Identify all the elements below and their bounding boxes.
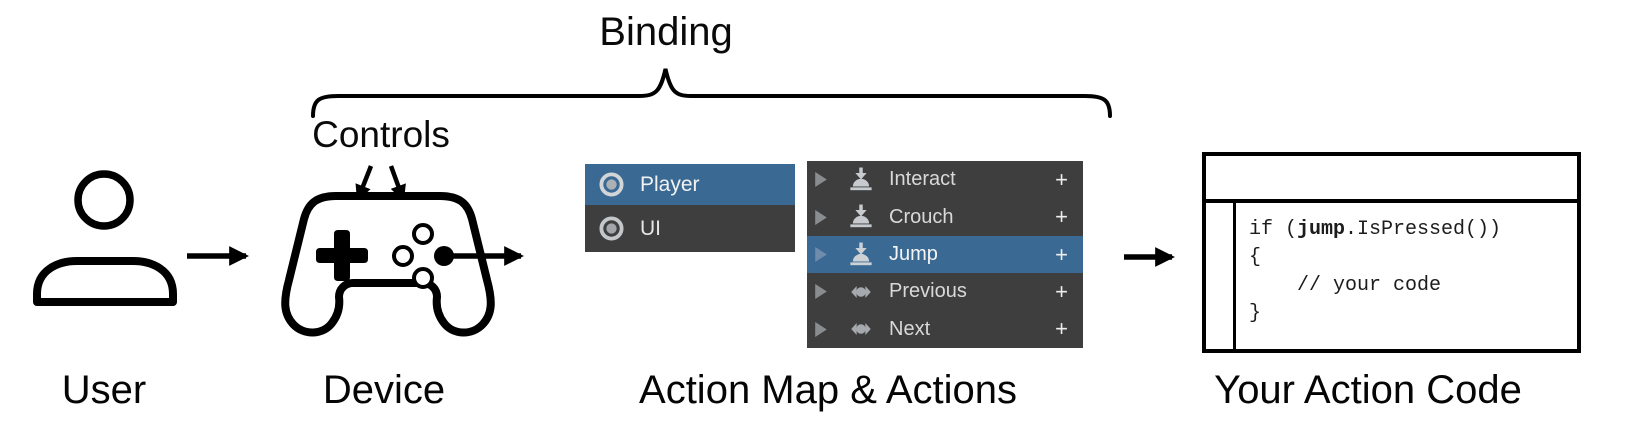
foldout-triangle-icon[interactable] xyxy=(814,247,828,263)
action-item-next[interactable]: Next + xyxy=(807,311,1083,348)
foldout-triangle-icon[interactable] xyxy=(814,284,828,300)
code-line-1: if (jump.IsPressed()) xyxy=(1249,218,1502,241)
user-icon xyxy=(33,170,177,306)
code-line-4: } xyxy=(1249,302,1262,325)
caption-action-code: Your Action Code xyxy=(1214,368,1522,412)
action-label: Next xyxy=(889,317,931,340)
code-gutter xyxy=(1206,203,1236,349)
face-button-left xyxy=(392,245,414,267)
gamepad-shell xyxy=(281,192,495,337)
code-window-titlebar xyxy=(1206,156,1577,203)
binding-label: Binding xyxy=(599,10,733,54)
action-label: Crouch xyxy=(889,205,954,228)
action-item-previous[interactable]: Previous + xyxy=(807,273,1083,310)
axis-composite-icon xyxy=(851,323,871,336)
axis-composite-icon xyxy=(851,285,871,298)
add-binding-button[interactable]: + xyxy=(1055,316,1068,342)
action-map-target-icon xyxy=(599,172,624,197)
binding-brace-shape xyxy=(311,68,1112,118)
button-press-icon xyxy=(850,167,872,190)
add-binding-button[interactable]: + xyxy=(1055,278,1068,304)
action-label: Previous xyxy=(889,280,967,303)
button-press-icon xyxy=(850,204,872,228)
dpad-icon xyxy=(316,230,368,281)
action-item-interact[interactable]: Interact + xyxy=(807,161,1083,198)
button-press-icon xyxy=(850,242,872,265)
action-code-window: if (jump.IsPressed()) { // your code} xyxy=(1202,152,1581,353)
caption-device: Device xyxy=(322,368,446,412)
code-line-3: // your code xyxy=(1249,274,1442,297)
foldout-triangle-icon[interactable] xyxy=(814,172,828,188)
code-snippet: if (jump.IsPressed()) { // your code} xyxy=(1236,203,1501,349)
controls-label: Controls xyxy=(312,114,450,155)
action-map-label: UI xyxy=(640,216,661,240)
action-item-jump[interactable]: Jump + xyxy=(807,235,1083,274)
gamepad-icon xyxy=(281,192,495,337)
action-map-item-player[interactable]: Player xyxy=(585,164,795,205)
action-map-item-ui[interactable]: UI xyxy=(585,205,795,252)
action-maps-panel: Player UI xyxy=(585,164,795,252)
face-buttons xyxy=(392,223,434,289)
code-window-body: if (jump.IsPressed()) { // your code} xyxy=(1206,203,1577,349)
add-binding-button[interactable]: + xyxy=(1055,241,1068,267)
code-line-2: { xyxy=(1249,246,1262,269)
jump-variable: jump xyxy=(1297,218,1346,241)
face-button-top xyxy=(412,223,434,245)
face-button-pressed xyxy=(434,246,454,266)
actions-panel: Interact + Crouch + xyxy=(807,161,1083,348)
face-button-bottom xyxy=(412,267,434,289)
action-item-crouch[interactable]: Crouch + xyxy=(807,198,1083,235)
foldout-triangle-icon[interactable] xyxy=(814,209,828,225)
add-binding-button[interactable]: + xyxy=(1055,204,1068,230)
action-map-label: Player xyxy=(640,172,700,196)
action-map-target-icon xyxy=(599,216,624,241)
foldout-triangle-icon[interactable] xyxy=(814,321,828,337)
action-label: Interact xyxy=(889,168,956,191)
caption-action-map: Action Map & Actions xyxy=(639,368,1017,412)
action-label: Jump xyxy=(889,243,938,266)
add-binding-button[interactable]: + xyxy=(1055,166,1068,192)
caption-user: User xyxy=(61,368,147,412)
